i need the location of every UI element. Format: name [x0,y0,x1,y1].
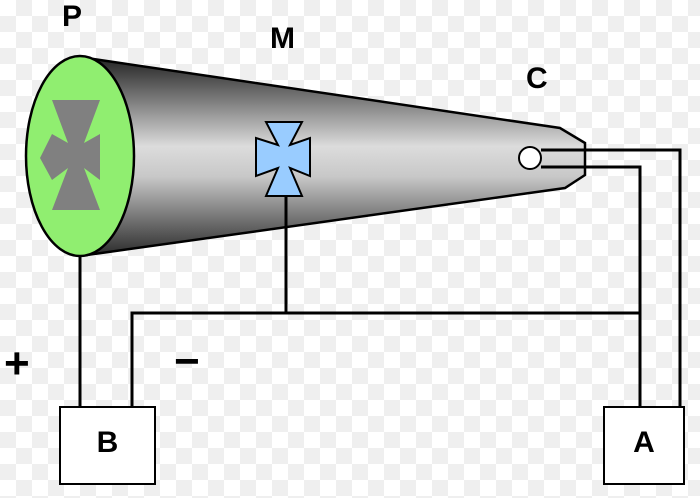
battery-a-label: A [633,426,655,459]
label-p: P [62,0,83,33]
plus-sign: + [4,339,30,388]
minus-sign: − [174,337,200,386]
maltese-cross-mask-icon [255,121,311,197]
battery-box-a [603,406,685,485]
circuit-wires [78,148,682,407]
shadow-cross-icon [40,100,100,210]
label-m: M [270,22,295,55]
cathode-ray-tube [78,55,587,258]
battery-box-b [59,406,156,485]
cathode-electrode [518,146,542,170]
label-c: C [526,62,548,95]
battery-b-label: B [96,426,119,459]
